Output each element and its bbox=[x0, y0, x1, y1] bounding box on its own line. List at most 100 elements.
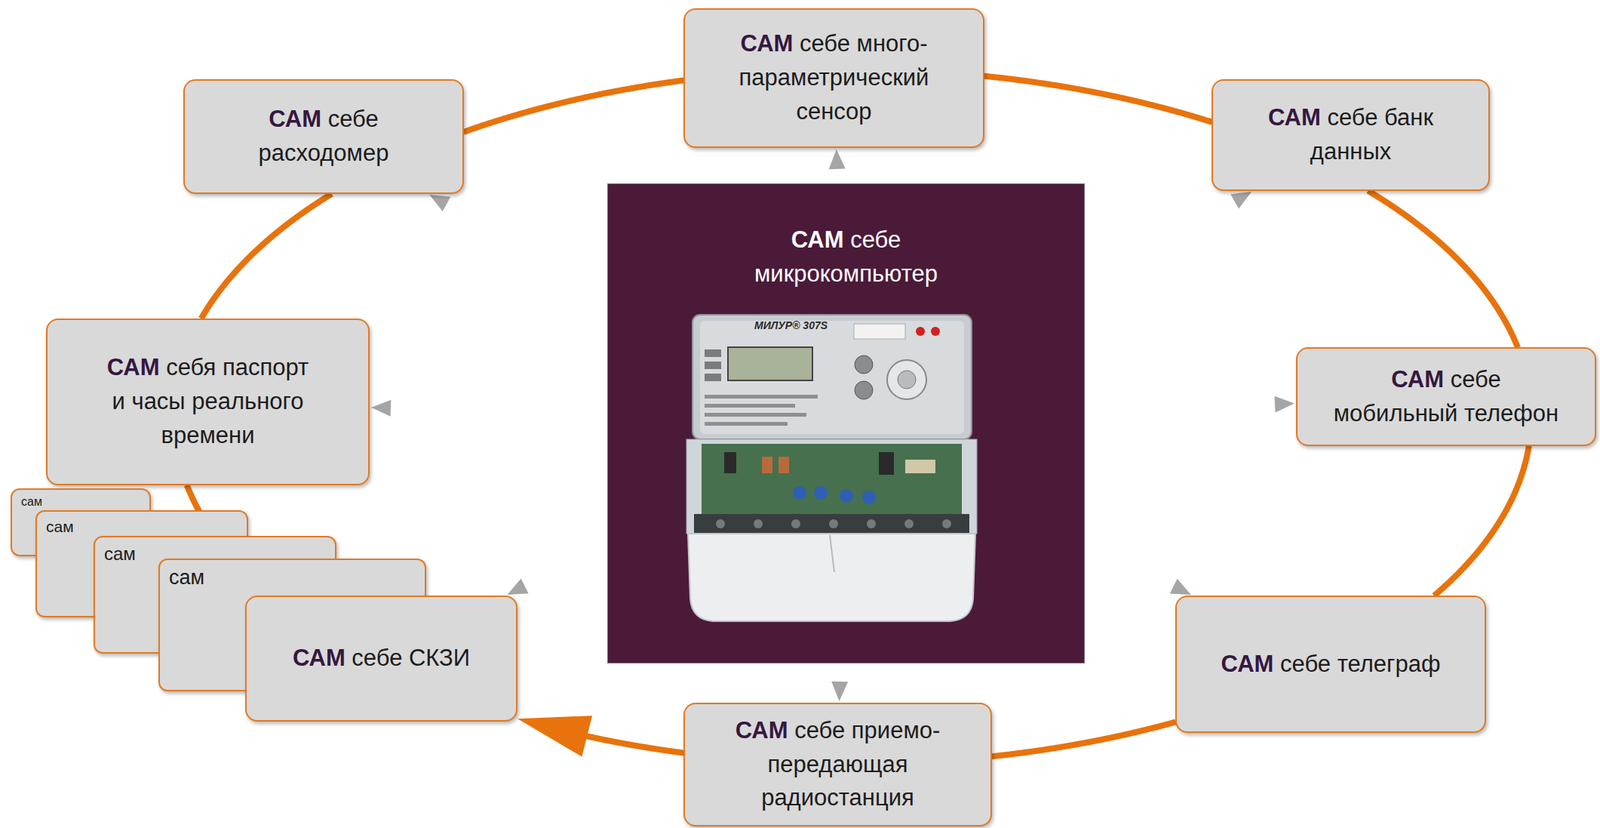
meter-lcd bbox=[727, 347, 813, 381]
connector-line bbox=[984, 76, 1213, 123]
connector-line bbox=[463, 79, 685, 133]
ring-connector bbox=[463, 79, 685, 133]
arrow-connector bbox=[506, 578, 529, 596]
meter-icon bbox=[704, 349, 722, 357]
label-emphasis: САМ bbox=[740, 30, 794, 57]
box-label: САМ себе СКЗИ bbox=[292, 641, 470, 676]
label-emphasis: САМ bbox=[1391, 365, 1444, 393]
brand-label: МИЛУР® 307S bbox=[754, 319, 828, 332]
connector-line bbox=[1368, 190, 1518, 348]
arrowhead bbox=[1230, 191, 1252, 209]
feature-box: САМ себе приемо-передающая радиостанция bbox=[683, 702, 992, 827]
terminal-screw bbox=[904, 519, 914, 529]
arrowhead bbox=[1274, 396, 1295, 413]
meter-icon bbox=[704, 361, 722, 369]
connector-line bbox=[585, 735, 684, 753]
cover-seam bbox=[829, 534, 835, 572]
arrowhead bbox=[1170, 578, 1192, 595]
label-emphasis: САМ bbox=[292, 644, 346, 671]
feature-box: САМ себе банк данных bbox=[1211, 79, 1490, 191]
arrowhead bbox=[829, 149, 846, 169]
terminal-screw bbox=[866, 519, 876, 529]
board-capacitor bbox=[839, 488, 854, 503]
arrowhead bbox=[506, 578, 529, 596]
box-label: сам bbox=[46, 515, 74, 537]
board-part bbox=[878, 451, 894, 475]
ring-connector bbox=[1434, 445, 1530, 596]
ring-connector bbox=[1368, 190, 1518, 348]
arrow-connector bbox=[371, 399, 391, 417]
label-rest: себе мобильный телефон bbox=[1333, 365, 1559, 427]
arrowhead bbox=[371, 399, 391, 417]
meter-case bbox=[692, 314, 972, 440]
label-emphasis: САМ bbox=[1221, 650, 1275, 677]
terminal-screw bbox=[791, 519, 801, 529]
optical-port-core bbox=[897, 370, 916, 389]
meter-button bbox=[854, 355, 873, 374]
box-label: САМ себе мобильный телефон bbox=[1329, 362, 1564, 431]
meter-print bbox=[704, 394, 818, 399]
terminal-screw bbox=[715, 519, 725, 529]
label-rest: себе телеграф bbox=[1273, 650, 1441, 677]
label-emphasis: САМ bbox=[1268, 104, 1321, 131]
box-label: сам bbox=[21, 494, 43, 510]
arrowhead bbox=[429, 194, 451, 212]
board-capacitor bbox=[813, 485, 828, 500]
meter-button bbox=[854, 380, 873, 400]
feature-box: САМ себе телеграф bbox=[1175, 595, 1487, 733]
box-label: сам bbox=[104, 541, 136, 566]
label-rest: себе микрокомпьютер bbox=[754, 226, 938, 287]
box-label: сам bbox=[168, 564, 205, 591]
connector-line bbox=[201, 193, 332, 319]
meter-print bbox=[704, 421, 788, 426]
label-rest: себе банк данных bbox=[1310, 104, 1434, 165]
meter-cover bbox=[687, 533, 976, 621]
box-label: САМ себе микрокомпьютер bbox=[748, 223, 945, 292]
box-label: САМ себе много-параметрический сенсор bbox=[721, 27, 948, 129]
ring-connector bbox=[991, 721, 1177, 757]
arrow-connector bbox=[1170, 578, 1192, 595]
meter-board bbox=[701, 443, 962, 516]
box-label: САМ себе банк данных bbox=[1252, 101, 1450, 169]
label-emphasis: САМ bbox=[107, 353, 160, 381]
meter-icon bbox=[704, 373, 722, 381]
arrow-connector bbox=[829, 149, 846, 169]
feature-box: САМ себя паспорт и часы реального времен… bbox=[46, 318, 370, 486]
feature-box: САМ себе расходомер bbox=[183, 79, 464, 194]
arrow-connector bbox=[429, 194, 451, 212]
box-label: САМ себе телеграф bbox=[1221, 647, 1441, 682]
terminal-screw bbox=[942, 519, 952, 529]
meter-face bbox=[700, 320, 965, 434]
ring-connector bbox=[984, 76, 1213, 123]
box-label: САМ себя паспорт и часы реального времен… bbox=[100, 350, 316, 453]
meter-led bbox=[930, 326, 940, 336]
meter-illustration bbox=[678, 311, 985, 623]
board-capacitor bbox=[792, 485, 807, 500]
meter-print bbox=[704, 403, 796, 408]
arrow-connector bbox=[1274, 396, 1295, 413]
meter-led bbox=[915, 326, 925, 336]
feature-box: САМ себе мобильный телефон bbox=[1295, 347, 1597, 446]
board-part bbox=[905, 459, 936, 473]
box-label: САМ себе расходомер bbox=[229, 102, 418, 171]
label-emphasis: САМ bbox=[791, 226, 845, 253]
label-rest: себе приемо-передающая радиостанция bbox=[761, 716, 940, 811]
arrow-connector bbox=[1230, 191, 1252, 209]
arrowhead bbox=[517, 715, 593, 756]
meter-window bbox=[686, 439, 977, 534]
board-part bbox=[778, 456, 790, 473]
label-emphasis: САМ bbox=[735, 716, 789, 744]
meter-print bbox=[704, 412, 807, 417]
terminal-screw bbox=[753, 519, 763, 529]
board-part bbox=[724, 451, 737, 473]
terminal-block bbox=[694, 513, 970, 534]
board-capacitor bbox=[862, 490, 876, 504]
label-emphasis: САМ bbox=[268, 105, 322, 133]
ring-connector bbox=[201, 193, 332, 319]
connector-line bbox=[1434, 445, 1530, 596]
arrow-connector bbox=[831, 681, 848, 701]
connector-line bbox=[991, 721, 1177, 757]
meter-sticker bbox=[853, 323, 906, 339]
arrowhead bbox=[831, 681, 848, 701]
feature-box: САМ себе СКЗИ bbox=[245, 595, 518, 722]
